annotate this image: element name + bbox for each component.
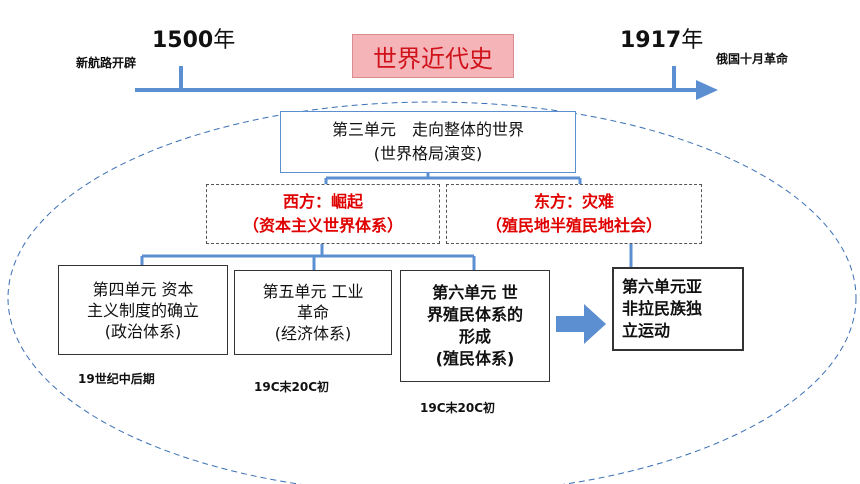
unit4-line2: 主义制度的确立 xyxy=(86,300,199,320)
start-year-label: 1500年 xyxy=(152,22,235,54)
unit4-period: 19世纪中后期 xyxy=(78,372,155,386)
unit3-box: 第三单元 走向整体的世界 (世界格局演变) xyxy=(280,111,576,173)
unit4-box: 第四单元 资本 主义制度的确立 (政治体系) xyxy=(58,265,228,355)
end-event-label: 俄国十月革命 xyxy=(716,52,789,66)
unit6b-line3: 立运动 xyxy=(622,321,671,340)
scope-ellipse xyxy=(7,101,857,484)
unit5-line3: (经济体系) xyxy=(274,324,352,343)
east-subtitle: （殖民地半殖民地社会） xyxy=(485,216,662,235)
east-box: 东方：灾难 （殖民地半殖民地社会） xyxy=(446,184,702,244)
end-year-unit: 年 xyxy=(681,28,704,53)
unit6b-line2: 非拉民族独 xyxy=(622,299,703,318)
unit5-line1: 第五单元 工业 xyxy=(262,282,364,301)
end-year-label: 1917年 xyxy=(620,22,703,54)
unit6-period: 19C末20C初 xyxy=(420,401,496,415)
end-year: 1917 xyxy=(620,28,682,53)
start-event-label: 新航路开辟 xyxy=(76,56,137,70)
unit4-line3: (政治体系) xyxy=(104,321,182,341)
west-title: 西方：崛起 xyxy=(282,192,363,211)
unit5-box: 第五单元 工业 革命 (经济体系) xyxy=(234,270,392,355)
unit6b-box: 第六单元亚 非拉民族独 立运动 xyxy=(612,267,744,351)
timeline-arrowhead xyxy=(696,80,718,100)
unit5-period: 19C末20C初 xyxy=(254,380,330,394)
unit3-title: 第三单元 走向整体的世界 xyxy=(331,120,524,139)
unit5-line2: 革命 xyxy=(296,303,329,322)
unit6-box: 第六单元 世 界殖民体系的 形成 (殖民体系) xyxy=(400,270,550,382)
unit6-line3: 形成 xyxy=(458,327,491,346)
unit4-line1: 第四单元 资本 xyxy=(92,279,194,299)
diagram-title: 世界近代史 xyxy=(352,34,514,78)
west-box: 西方：崛起 （资本主义世界体系） xyxy=(206,184,440,244)
unit6-line2: 界殖民体系的 xyxy=(426,305,523,324)
unit6b-line1: 第六单元亚 xyxy=(622,277,703,296)
right-block-arrow xyxy=(556,304,606,344)
unit3-subtitle: (世界格局演变) xyxy=(373,144,483,163)
connector-west xyxy=(140,244,476,270)
connector-top xyxy=(324,173,582,184)
west-subtitle: （资本主义世界体系） xyxy=(242,216,403,235)
east-title: 东方：灾难 xyxy=(533,192,614,211)
start-year-unit: 年 xyxy=(213,28,236,53)
unit6-line1: 第六单元 世 xyxy=(432,283,518,302)
unit6-line4: (殖民体系) xyxy=(435,349,515,368)
start-year: 1500 xyxy=(152,28,214,53)
